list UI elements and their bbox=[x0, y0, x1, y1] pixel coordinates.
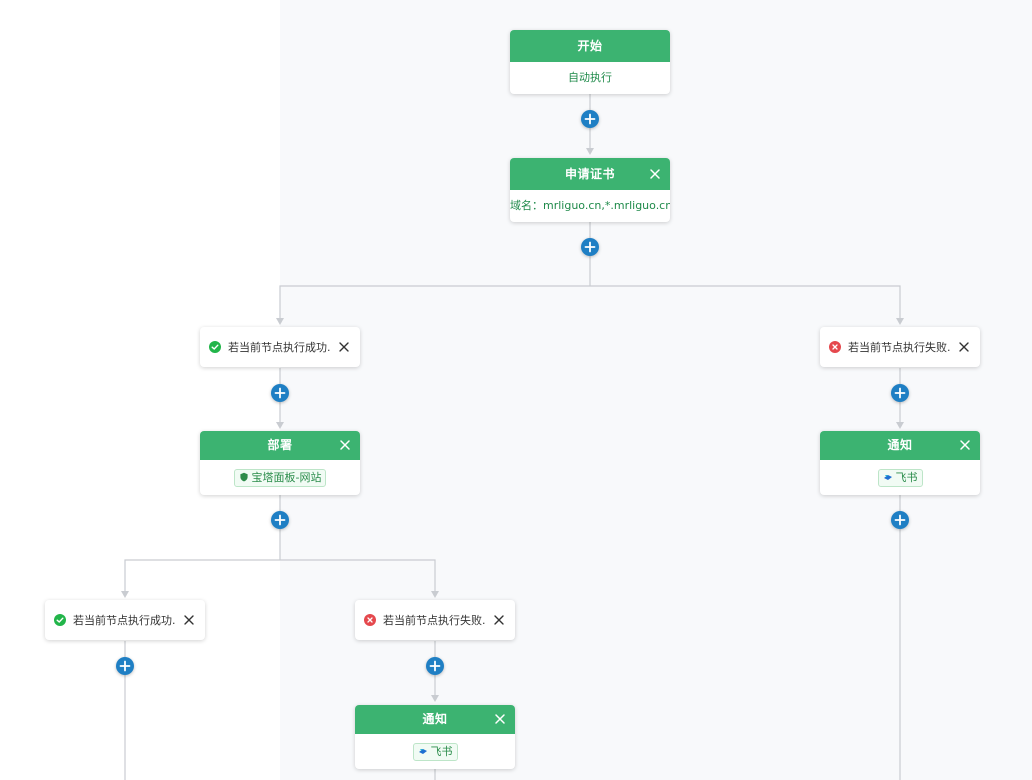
plus-icon bbox=[274, 514, 286, 526]
plus-icon bbox=[119, 660, 131, 672]
branch2-failure-label: 若当前节点执行失败. bbox=[383, 614, 486, 627]
add-node-button[interactable] bbox=[271, 511, 289, 529]
branch-failure-label: 若当前节点执行失败. bbox=[848, 341, 951, 354]
add-node-button[interactable] bbox=[581, 238, 599, 256]
apply-cert-title: 申请证书 bbox=[564, 167, 615, 181]
plus-icon bbox=[584, 241, 596, 253]
branch-failure-node[interactable]: 若当前节点执行失败. bbox=[820, 327, 980, 367]
apply-cert-domain: 域名：mrliguo.cn,*.mrliguo.cn bbox=[510, 199, 670, 212]
plus-icon bbox=[274, 387, 286, 399]
plus-icon bbox=[894, 387, 906, 399]
close-icon[interactable] bbox=[182, 613, 196, 627]
notify-right-channel-label: 飞书 bbox=[895, 471, 918, 484]
add-node-button[interactable] bbox=[271, 384, 289, 402]
notify-node-bottom[interactable]: 通知 飞书 bbox=[355, 705, 515, 769]
close-icon[interactable] bbox=[337, 340, 351, 354]
close-icon[interactable] bbox=[492, 613, 506, 627]
close-icon[interactable] bbox=[338, 438, 352, 452]
feishu-icon bbox=[418, 749, 427, 754]
add-node-button[interactable] bbox=[891, 384, 909, 402]
plus-icon bbox=[584, 113, 596, 125]
plus-icon bbox=[894, 514, 906, 526]
add-node-button[interactable] bbox=[891, 511, 909, 529]
apply-cert-node[interactable]: 申请证书 域名：mrliguo.cn,*.mrliguo.cn bbox=[510, 158, 670, 222]
close-icon[interactable] bbox=[957, 340, 971, 354]
check-circle-icon bbox=[54, 614, 66, 626]
notify-node-right[interactable]: 通知 飞书 bbox=[820, 431, 980, 495]
deploy-provider-label: 宝塔面板-网站 bbox=[251, 471, 322, 484]
close-icon[interactable] bbox=[493, 712, 507, 726]
feishu-icon bbox=[883, 475, 892, 480]
start-node-subtitle: 自动执行 bbox=[568, 71, 612, 84]
shield-icon bbox=[239, 472, 248, 482]
close-icon[interactable] bbox=[958, 438, 972, 452]
notify-bottom-channel-label: 飞书 bbox=[430, 745, 453, 758]
add-node-button[interactable] bbox=[426, 657, 444, 675]
notify-bottom-title: 通知 bbox=[422, 712, 448, 726]
branch-success-node[interactable]: 若当前节点执行成功. bbox=[200, 327, 360, 367]
deploy-node[interactable]: 部署 宝塔面板-网站 bbox=[200, 431, 360, 495]
deploy-title: 部署 bbox=[267, 438, 293, 452]
start-node[interactable]: 开始 自动执行 bbox=[510, 30, 670, 94]
add-node-button[interactable] bbox=[116, 657, 134, 675]
plus-icon bbox=[429, 660, 441, 672]
check-circle-icon bbox=[209, 341, 221, 353]
close-icon[interactable] bbox=[648, 167, 662, 181]
x-circle-icon bbox=[364, 614, 376, 626]
branch-success-label: 若当前节点执行成功. bbox=[228, 341, 331, 354]
branch2-success-node[interactable]: 若当前节点执行成功. bbox=[45, 600, 205, 640]
notify-bottom-channel-tag: 飞书 bbox=[412, 743, 458, 761]
x-circle-icon bbox=[829, 341, 841, 353]
branch2-success-label: 若当前节点执行成功. bbox=[73, 614, 176, 627]
notify-right-title: 通知 bbox=[887, 438, 913, 452]
start-node-title: 开始 bbox=[510, 30, 670, 62]
deploy-provider-tag: 宝塔面板-网站 bbox=[233, 469, 327, 487]
add-node-button[interactable] bbox=[581, 110, 599, 128]
notify-right-channel-tag: 飞书 bbox=[877, 469, 923, 487]
branch2-failure-node[interactable]: 若当前节点执行失败. bbox=[355, 600, 515, 640]
